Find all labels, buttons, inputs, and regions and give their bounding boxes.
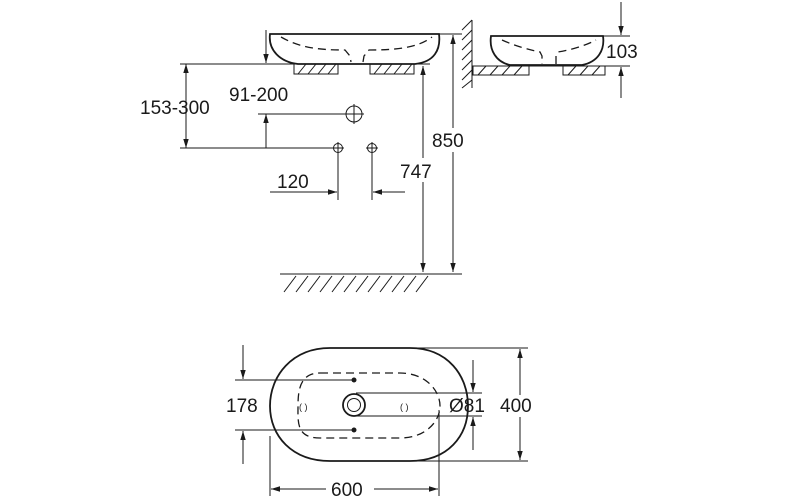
supply-connection-right — [366, 142, 378, 200]
basin-height-label: 103 — [606, 42, 638, 63]
wall-shelf-right — [562, 65, 606, 76]
depth-label: 400 — [500, 396, 532, 417]
overflow-mark-left: ( ) — [299, 402, 308, 412]
width-label: 600 — [331, 480, 363, 500]
supply-spacing-label: 120 — [277, 172, 309, 193]
countertop-support-right — [369, 63, 415, 75]
tap-spacing-label: 178 — [226, 396, 258, 417]
wall-mount-view: 103 — [472, 2, 638, 98]
wall-hatch — [461, 19, 473, 89]
basin-bowl-dashed — [297, 372, 441, 439]
side-view: 153-300 91-200 120 747 — [140, 19, 475, 293]
waste-diameter-label: Ø81 — [449, 396, 485, 417]
overflow-mark-right: ( ) — [400, 402, 409, 412]
basin-side-profile — [268, 33, 441, 65]
plan-view: ( ) ( ) 178 Ø81 400 600 — [226, 345, 541, 500]
floor-hatch — [280, 273, 462, 293]
waste-outlet-plan — [342, 393, 366, 417]
supply-height-label: 91-200 — [229, 85, 288, 106]
wall-shelf-left — [472, 65, 530, 76]
waste-outlet-symbol — [344, 104, 364, 124]
supply-connection-left — [332, 142, 344, 200]
rim-height-label: 850 — [432, 131, 464, 152]
countertop-support-left — [293, 63, 339, 75]
countertop-height-label: 747 — [400, 162, 432, 183]
waste-height-label: 153-300 — [140, 98, 210, 119]
